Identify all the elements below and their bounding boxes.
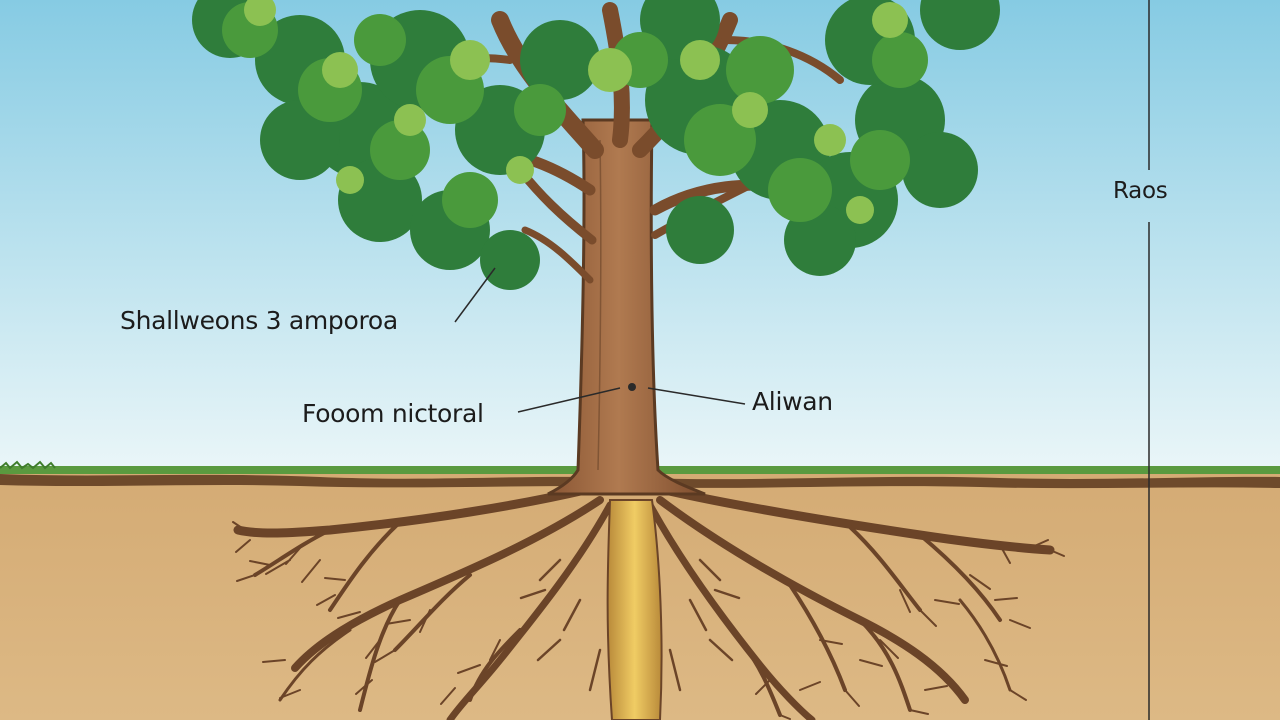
root-system [232, 485, 1065, 720]
trunk [547, 118, 706, 496]
trunk-shading [597, 139, 602, 471]
label-anchor: Aliwan [752, 387, 833, 416]
grass-tufts [0, 460, 56, 470]
taproot [606, 499, 663, 720]
leader-foundation [517, 387, 621, 413]
leader-anchor [647, 387, 746, 405]
leader-shallow [454, 267, 496, 323]
label-roots: Raos [1113, 178, 1168, 204]
label-foundation: Fooom nictoral [302, 399, 484, 428]
leader-lines [454, 267, 746, 413]
canopy [192, 0, 1000, 290]
label-shallow: Shallweons 3 amporoa [120, 306, 398, 335]
